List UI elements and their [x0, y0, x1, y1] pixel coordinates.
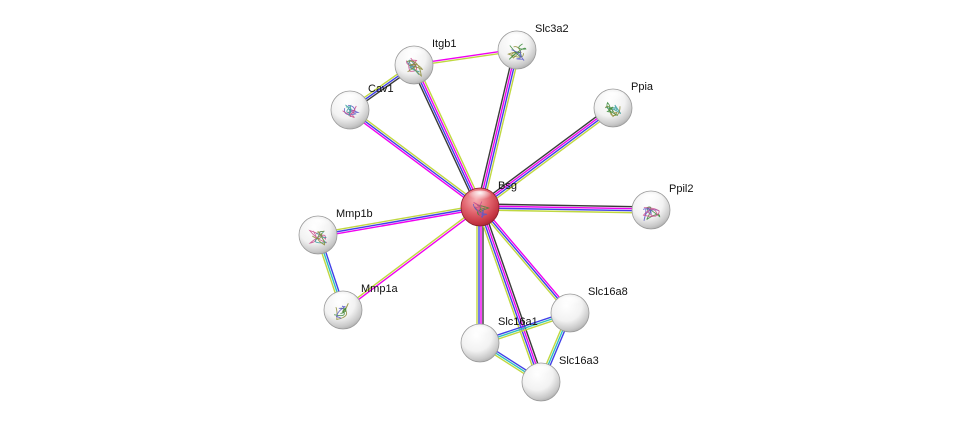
edge-evidence-experiments	[349, 109, 481, 208]
edge-evidence-db	[480, 206, 543, 382]
edge-evidence-experiments	[480, 108, 615, 209]
protein-structure-icon	[507, 46, 524, 59]
node-mmp1a[interactable]: Mmp1a	[323, 283, 399, 330]
edge-bsg-slc16a1[interactable]	[476, 207, 484, 343]
edge-evidence-coexpression	[477, 105, 612, 206]
edge-evidence-textmining	[350, 107, 482, 206]
node-slc16a3[interactable]: Slc16a3	[521, 355, 599, 402]
edge-evidence-db	[414, 64, 482, 207]
edge-evidence-db	[478, 106, 613, 207]
protein-structure-icon	[335, 305, 346, 319]
edge-bsg-mmp1a[interactable]	[341, 205, 482, 312]
node-highlight	[331, 293, 355, 306]
node-label-slc16a8: Slc16a8	[588, 286, 628, 298]
edge-bsg-itgb1[interactable]	[410, 63, 484, 209]
edge-evidence-textmining	[317, 204, 480, 234]
node-highlight	[306, 218, 330, 231]
edge-evidence-db	[478, 49, 517, 207]
protein-structure-icon	[606, 101, 619, 116]
node-label-itgb1: Itgb1	[432, 38, 456, 50]
node-highlight	[468, 190, 492, 203]
edge-evidence-experiments	[412, 65, 480, 208]
node-cav1[interactable]: Cav1	[330, 83, 394, 130]
edge-evidence-textmining	[476, 207, 539, 384]
edge-evidence-coexpression	[482, 205, 545, 382]
edge-evidence-experiments	[479, 207, 651, 212]
protein-structure-icon	[474, 204, 491, 216]
node-highlight	[505, 33, 529, 46]
edge-bsg-slc16a8[interactable]	[477, 205, 573, 315]
protein-structure-icon	[605, 104, 621, 114]
protein-structure-icon	[642, 208, 659, 222]
edge-bsg-slc3a2[interactable]	[476, 49, 521, 208]
node-highlight	[639, 193, 663, 206]
edge-evidence-db	[348, 111, 480, 210]
edge-evidence-textmining	[477, 207, 570, 315]
edge-bsg-cav1[interactable]	[348, 107, 482, 210]
edge-evidence-coexpression	[476, 49, 515, 207]
node-mmp1b[interactable]: Mmp1b	[298, 208, 373, 255]
node-highlight	[402, 48, 426, 61]
protein-structure-icon	[344, 104, 352, 117]
node-label-ppia: Ppia	[631, 81, 654, 93]
node-highlight	[529, 365, 553, 378]
edge-evidence-experiments	[317, 206, 481, 236]
node-slc3a2[interactable]: Slc3a2	[497, 23, 569, 70]
edge-evidence-db	[343, 207, 482, 312]
edge-evidence-experiments	[478, 207, 541, 383]
edge-evidence-textmining	[479, 209, 651, 214]
protein-structure-icon	[472, 203, 488, 218]
node-slc16a1[interactable]: Slc16a1	[460, 316, 538, 363]
node-slc16a8[interactable]: Slc16a8	[550, 286, 628, 333]
node-label-cav1: Cav1	[368, 83, 394, 95]
node-highlight	[338, 93, 362, 106]
node-highlight	[558, 296, 582, 309]
edge-evidence-textmining	[481, 109, 616, 210]
node-ppia[interactable]: Ppia	[593, 81, 654, 128]
edge-evidence-db	[480, 205, 652, 210]
edge-evidence-coexpression	[480, 203, 652, 208]
node-label-slc16a1: Slc16a1	[498, 316, 538, 328]
edge-bsg-mmp1b[interactable]	[317, 204, 481, 238]
node-itgb1[interactable]: Itgb1	[394, 38, 456, 85]
protein-structure-icon	[642, 207, 660, 217]
protein-structure-icon	[406, 60, 424, 78]
protein-structure-icon	[334, 307, 347, 317]
edge-evidence-coexpression	[410, 65, 478, 209]
node-ppil2[interactable]: Ppil2	[631, 183, 693, 230]
edge-evidence-experiments	[479, 206, 571, 314]
edge-bsg-ppil2[interactable]	[479, 203, 652, 214]
node-label-slc16a3: Slc16a3	[559, 355, 599, 367]
edge-evidence-experiments	[480, 50, 519, 208]
node-highlight	[468, 326, 492, 339]
node-bsg[interactable]: Bsg	[460, 180, 517, 227]
protein-structure-icon	[342, 105, 357, 118]
edge-bsg-slc16a3[interactable]	[476, 205, 545, 384]
edge-evidence-textmining	[341, 205, 480, 310]
protein-structure-icon	[473, 201, 483, 217]
protein-structure-icon	[511, 49, 525, 61]
edge-bsg-ppia[interactable]	[477, 105, 616, 210]
node-label-bsg: Bsg	[498, 180, 517, 192]
protein-structure-icon	[312, 230, 326, 246]
node-label-ppil2: Ppil2	[669, 183, 693, 195]
node-highlight	[601, 91, 625, 104]
edge-evidence-db	[480, 205, 573, 313]
node-label-mmp1b: Mmp1b	[336, 208, 373, 220]
edge-evidence-textmining	[482, 50, 521, 208]
node-label-slc3a2: Slc3a2	[535, 23, 569, 35]
edge-evidence-db	[318, 208, 481, 238]
edge-evidence-textmining	[416, 63, 484, 207]
node-label-mmp1a: Mmp1a	[361, 283, 399, 295]
